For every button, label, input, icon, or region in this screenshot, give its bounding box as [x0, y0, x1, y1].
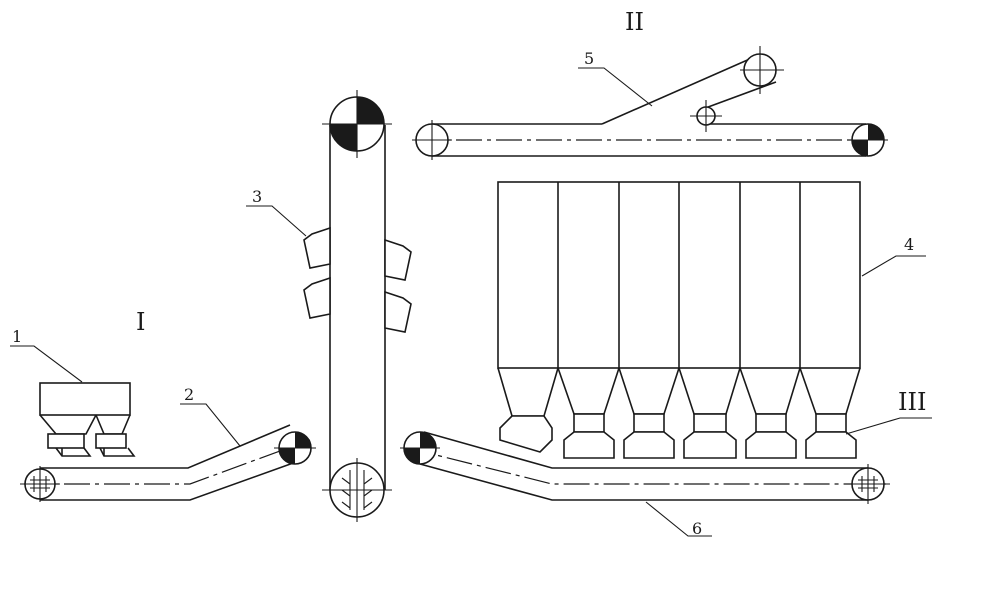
label-item-4: 4: [904, 235, 914, 254]
label-item-3: 3: [252, 187, 262, 206]
label-item-5: 5: [584, 49, 594, 68]
storage-silos-4: [497, 181, 861, 459]
feed-hoppers: [39, 382, 136, 457]
bucket-elevator-3: [303, 90, 412, 522]
label-item-2: 2: [184, 385, 194, 404]
top-belt-conveyor-5: [412, 46, 888, 160]
label-item-6: 6: [692, 519, 702, 538]
inclined-belt-conveyor-2: [20, 424, 316, 502]
label-item-1: 1: [12, 327, 22, 346]
label-stage-1: I: [136, 308, 145, 336]
label-stage-3: III: [898, 388, 926, 416]
label-stage-2: II: [625, 8, 644, 36]
bottom-belt-conveyor-6: [400, 431, 890, 504]
leader-lines: [10, 67, 932, 537]
